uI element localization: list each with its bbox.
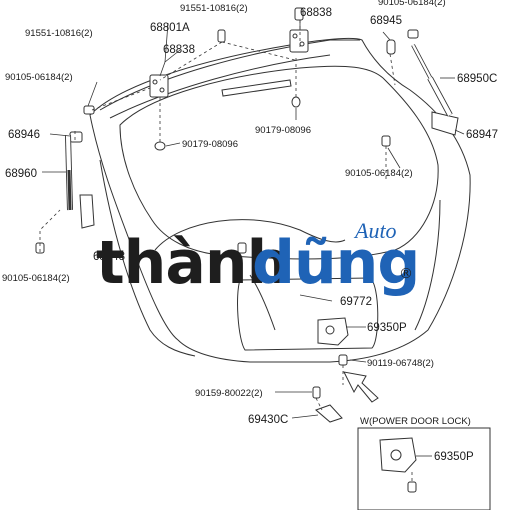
bolt-91551-left-icon xyxy=(217,29,226,43)
watermark-thanh: thành xyxy=(96,228,288,298)
tailgate-outline xyxy=(89,37,471,363)
label-68960: 68960 xyxy=(5,168,37,180)
inset-lock-icon xyxy=(379,437,417,493)
hinge-left-icon xyxy=(149,74,169,98)
label-69430C: 69430C xyxy=(248,414,288,426)
label-90105-left-bot: 90105-06184(2) xyxy=(2,273,70,284)
label-68947: 68947 xyxy=(466,129,498,141)
inset-panel: W(POWER DOOR LOCK) xyxy=(357,416,491,510)
label-68950C: 68950C xyxy=(457,73,497,85)
leader-lines xyxy=(39,20,465,419)
strut-68960-icon xyxy=(65,134,73,211)
label-69772: 69772 xyxy=(340,296,372,308)
watermark-dung: dũng xyxy=(252,228,419,298)
label-68948: 68948 xyxy=(93,251,125,263)
gas-struts xyxy=(65,44,453,211)
watermark-auto: Auto xyxy=(353,218,397,243)
label-91551-top: 91551-10816(2) xyxy=(180,3,248,14)
hinge-right-icon xyxy=(289,29,309,53)
label-90105-right-mid: 90105-06184(2) xyxy=(345,168,413,179)
label-68946: 68946 xyxy=(8,129,40,141)
label-68838-mid: 68838 xyxy=(163,44,195,56)
label-68801A: 68801A xyxy=(150,22,190,34)
up-right-arrow-icon xyxy=(343,371,379,403)
watermark-logo: thành dũng Auto ® xyxy=(96,218,420,298)
watermark-registered-icon: ® xyxy=(399,266,413,282)
ball-stud-icon xyxy=(386,39,396,55)
label-68838-top: 68838 xyxy=(300,7,332,19)
strut-68950C-icon xyxy=(411,44,453,117)
label-90105-topright: 90105-06184(2) xyxy=(378,0,446,8)
label-90179-a: 90179-08096 xyxy=(182,139,238,150)
label-69350P: 69350P xyxy=(367,322,407,334)
fasteners xyxy=(35,7,459,423)
inset-title: W(POWER DOOR LOCK) xyxy=(360,416,471,427)
label-91551-left: 91551-10816(2) xyxy=(25,28,93,39)
label-90179-b: 90179-08096 xyxy=(255,125,311,136)
label-69350P-inset: 69350P xyxy=(434,451,474,463)
part-labels: 91551-10816(2) 68838 90105-06184(2) 9155… xyxy=(2,0,498,463)
label-90159: 90159-80022(2) xyxy=(195,388,263,399)
label-90105-left-top: 90105-06184(2) xyxy=(5,72,73,83)
label-90119: 90119-06748(2) xyxy=(367,358,434,369)
label-68945: 68945 xyxy=(370,15,402,27)
